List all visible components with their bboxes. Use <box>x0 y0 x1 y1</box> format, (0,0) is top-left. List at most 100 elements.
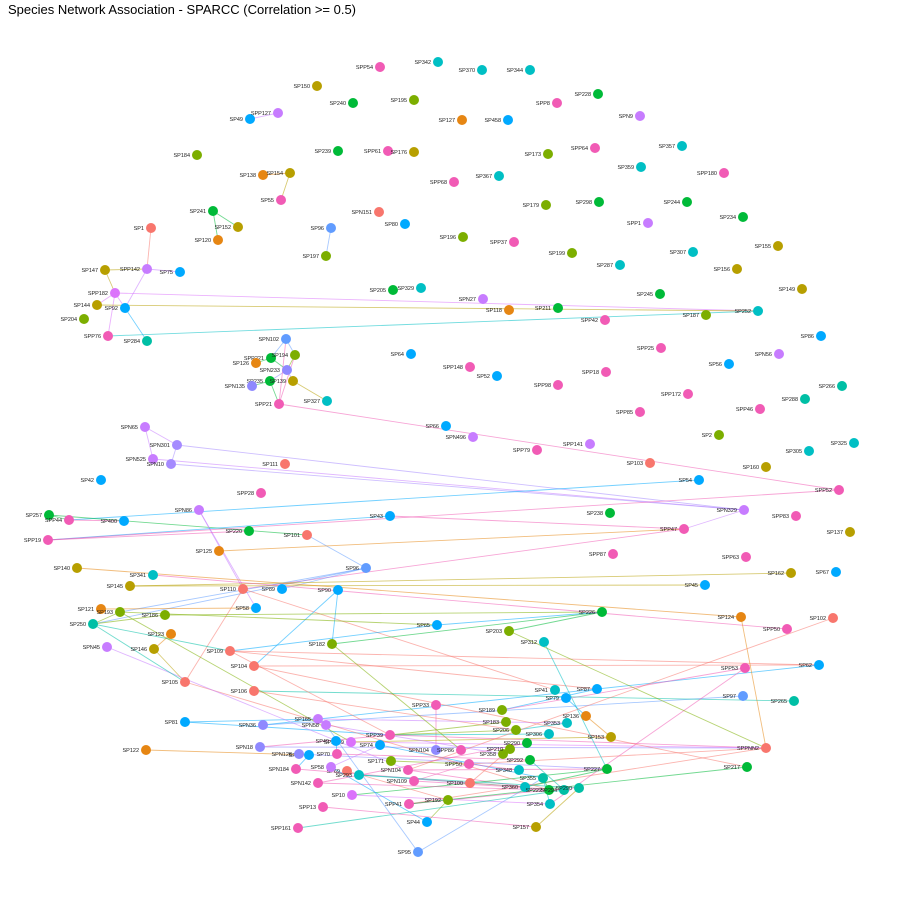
edge <box>144 426 178 446</box>
node-sp90: SP90 <box>318 585 343 595</box>
edge <box>350 736 612 743</box>
node-marker <box>498 749 508 759</box>
node-label: SPN128 <box>272 752 293 758</box>
node-label: SPP127 <box>251 111 271 117</box>
node-marker <box>103 331 113 341</box>
node-marker <box>683 389 693 399</box>
node-sp138: SP138 <box>239 170 268 180</box>
node-sp126: SP126 <box>232 358 261 368</box>
node-label: SP86 <box>801 334 814 340</box>
edge <box>297 789 565 829</box>
node-sp145: SP145 <box>106 581 135 591</box>
node-sp305: SP305 <box>785 446 814 456</box>
node-marker <box>72 563 82 573</box>
node-sp118: SP118 <box>486 305 514 315</box>
edge <box>331 611 603 645</box>
node-label: SP42 <box>81 478 94 484</box>
node-marker <box>88 619 98 629</box>
node-label: SPN9 <box>619 114 633 120</box>
node-marker <box>816 331 826 341</box>
edge <box>389 733 550 736</box>
edge <box>330 744 381 768</box>
node-sp64: SP64 <box>391 349 416 359</box>
node-spn104: SPN104 <box>381 765 413 775</box>
edge <box>176 444 745 511</box>
node-label: SP101 <box>283 533 300 539</box>
node-spn128: SPN128 <box>272 749 304 759</box>
node-sp293: SP293 <box>335 770 364 780</box>
node-marker <box>326 223 336 233</box>
node-sp65: SP65 <box>417 620 442 630</box>
node-label: SPP53 <box>721 666 738 672</box>
edge <box>325 724 504 755</box>
node-marker <box>274 399 284 409</box>
node-marker <box>409 776 419 786</box>
node-label: SP227 <box>583 767 600 773</box>
node-marker <box>503 115 513 125</box>
node-label: SP154 <box>266 171 283 177</box>
node-label: SP306 <box>525 732 542 738</box>
edge <box>119 611 352 743</box>
node-sp146: SP146 <box>130 644 159 654</box>
node-spp8: SPP8 <box>536 98 562 108</box>
node-marker <box>386 756 396 766</box>
node-spp37: SPP37 <box>490 237 519 247</box>
node-label: SP106 <box>230 689 247 695</box>
node-marker <box>225 646 235 656</box>
node-label: SP64 <box>391 352 404 358</box>
edge <box>47 489 840 541</box>
node-marker <box>361 563 371 573</box>
node-label: SPN36 <box>239 723 256 729</box>
node-sp62: SP62 <box>799 660 824 670</box>
node-label: SP144 <box>73 303 90 309</box>
edge <box>683 509 745 530</box>
node-label: SP104 <box>230 664 247 670</box>
node-spp52: SPP52 <box>815 485 844 495</box>
node-label: SP147 <box>81 268 98 274</box>
node-spp64: SPP64 <box>571 143 600 153</box>
node-label: SPP52 <box>815 488 832 494</box>
node-sp353: SP353 <box>543 718 572 728</box>
node-marker <box>532 445 542 455</box>
node-label: SP111 <box>262 462 278 468</box>
node-marker <box>590 143 600 153</box>
node-label: SP100 <box>446 781 463 787</box>
node-sp100: SP100 <box>446 778 475 788</box>
node-marker <box>120 303 130 313</box>
node-marker <box>115 607 125 617</box>
node-sp206: SP206 <box>492 725 521 735</box>
node-marker <box>804 446 814 456</box>
node-sp204: SP204 <box>60 314 89 324</box>
node-label: SP176 <box>390 150 407 156</box>
node-marker <box>142 264 152 274</box>
node-label: SP54 <box>679 478 692 484</box>
node-label: SP58 <box>311 765 324 771</box>
edge <box>508 630 767 749</box>
edge <box>407 617 834 771</box>
node-sp56: SP56 <box>709 359 734 369</box>
edge <box>119 611 438 626</box>
node-marker <box>585 439 595 449</box>
node-marker <box>688 247 698 257</box>
node-sp121: SP121 <box>77 604 106 614</box>
node-marker <box>313 714 323 724</box>
node-label: SPP63 <box>722 555 739 561</box>
node-label: SP220 <box>225 529 242 535</box>
node-label: SP183 <box>482 720 499 726</box>
node-marker <box>643 218 653 228</box>
node-label: SP186 <box>141 613 158 619</box>
edge-layer <box>47 112 840 853</box>
node-sp348: SP348 <box>495 765 524 775</box>
node-marker <box>249 661 259 671</box>
node-label: SP156 <box>713 267 730 273</box>
node-spp54: SPP54 <box>356 62 385 72</box>
node-marker <box>553 380 563 390</box>
node-label: SP67 <box>816 570 829 576</box>
node-sp66: SP66 <box>426 421 451 431</box>
node-label: SPP47 <box>660 527 677 533</box>
edge <box>218 528 685 552</box>
node-sp75: SP75 <box>160 267 185 277</box>
node-marker <box>505 744 515 754</box>
edge <box>107 292 116 337</box>
node-marker <box>504 626 514 636</box>
